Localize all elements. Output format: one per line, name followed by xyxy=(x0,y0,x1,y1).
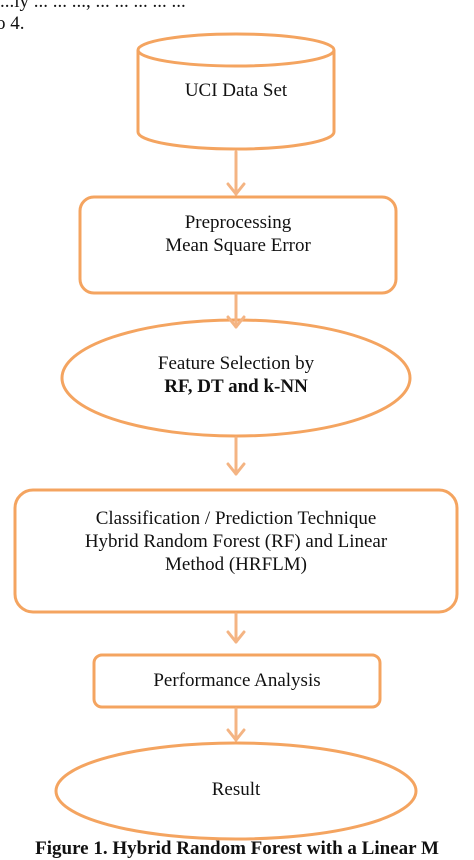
result-label: Result xyxy=(56,776,416,802)
arrow-classification-to-performance xyxy=(226,612,246,644)
dataset-label-text: UCI Data Set xyxy=(184,79,288,101)
preceding-text-line-2: o 4. xyxy=(0,13,25,34)
result-ellipse xyxy=(54,741,418,841)
feature-selection-line-2: RF, DT and k-NN xyxy=(164,376,308,397)
dataset-cylinder xyxy=(136,32,336,151)
preprocessing-line-1: Preprocessing xyxy=(184,212,292,233)
performance-label: Performance Analysis xyxy=(94,667,380,693)
arrow-feature-selection-to-classification xyxy=(226,436,246,476)
preceding-text-line-1: ...ly ... ... ..., ... ... ... ... ... xyxy=(0,0,186,12)
figure-caption: Figure 1. Hybrid Random Forest with a Li… xyxy=(35,838,439,859)
performance-label-text: Performance Analysis xyxy=(153,669,321,691)
result-label-text: Result xyxy=(211,778,261,800)
classification-line-2: Hybrid Random Forest (RF) and Linear xyxy=(84,530,388,552)
preceding-paragraph-text: ...ly ... ... ..., ... ... ... ... ... o… xyxy=(0,0,474,35)
classification-line-3: Method (HRFLM) xyxy=(165,553,307,575)
classification-box xyxy=(13,488,459,614)
classification-label: Classification / Prediction Technique Hy… xyxy=(15,505,457,577)
performance-box xyxy=(92,653,382,709)
preprocessing-box xyxy=(78,195,398,295)
arrow-dataset-to-preprocessing xyxy=(226,150,246,196)
preprocessing-line-2: Mean Square Error xyxy=(165,235,311,256)
classification-line-1: Classification / Prediction Technique xyxy=(95,507,377,529)
preprocessing-label: Preprocessing Mean Square Error xyxy=(80,209,396,259)
feature-selection-line-1: Feature Selection by xyxy=(157,353,315,374)
dataset-label: UCI Data Set xyxy=(138,70,334,110)
arrow-preprocessing-to-feature-selection xyxy=(226,293,246,329)
arrow-performance-to-result xyxy=(226,707,246,742)
feature-selection-label: Feature Selection by RF, DT and k-NN xyxy=(62,350,410,400)
